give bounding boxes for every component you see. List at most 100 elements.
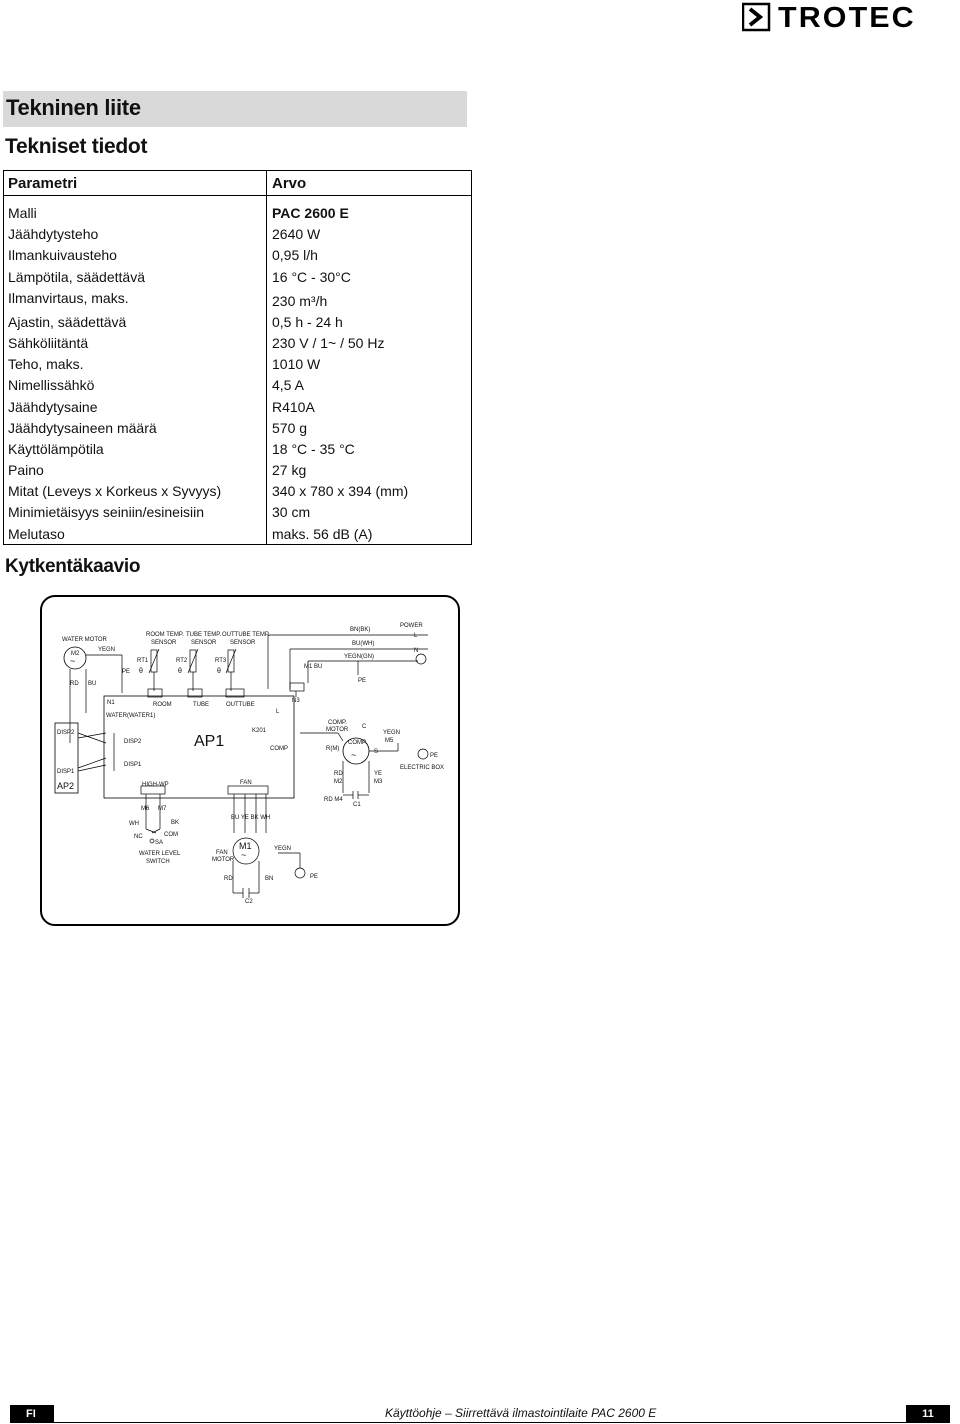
label-rd-m4: RD M4 <box>324 797 343 803</box>
subtitle: Tekniset tiedot <box>5 135 148 158</box>
svg-text:~: ~ <box>241 850 246 860</box>
label-l-1: L <box>276 709 280 715</box>
row-value: 0,5 h - 24 h <box>272 313 343 330</box>
row-value: 0,95 l/h <box>272 247 318 264</box>
row-param: Teho, maks. <box>8 356 84 373</box>
page-footer: FI Käyttöohje – Siirrettävä ilmastointil… <box>0 1402 960 1424</box>
label-outtube: OUTTUBE <box>226 702 255 708</box>
label-r-m: R(M) <box>326 746 339 752</box>
section-title: Tekninen liite <box>6 95 141 120</box>
label-comp-motor-1: COMP. <box>328 720 347 726</box>
label-wh: WH <box>129 821 139 827</box>
label-comp-circle: COMP. <box>348 740 367 746</box>
label-m2: M2 <box>71 651 80 657</box>
label-k201: K201 <box>252 728 267 734</box>
label-m3: M3 <box>374 779 383 785</box>
label-c1: C1 <box>353 802 361 808</box>
ap2-board <box>54 722 79 794</box>
label-yegn-gn: YEGN(GN) <box>344 654 374 660</box>
label-bn: BN <box>265 876 273 882</box>
row-param: Ilmanvirtaus, maks. <box>8 289 129 306</box>
label-ap1: AP1 <box>194 733 224 750</box>
label-c2: C2 <box>245 899 253 905</box>
diagram-title: Kytkentäkaavio <box>5 556 141 577</box>
label-rt1: RT1 <box>137 658 149 664</box>
section-title-bar: Tekninen liite <box>3 91 467 127</box>
label-bu-1: BU <box>88 681 96 687</box>
row-value: 18 °C - 35 °C <box>272 440 355 457</box>
row-param: Mitat (Leveys x Korkeus x Syvyys) <box>8 483 222 500</box>
label-disp1-a: DISP1 <box>124 762 142 768</box>
label-ye: YE <box>374 771 382 777</box>
table-row: Ilmanvirtaus, maks. 230 m³/h <box>4 287 471 311</box>
label-n1: N1 <box>107 700 115 706</box>
label-rd-2: RD <box>334 771 343 777</box>
label-tube-sensor-1: TUBE TEMP. <box>186 632 221 638</box>
footer-page-number: 11 <box>906 1405 950 1423</box>
label-room: ROOM <box>153 702 172 708</box>
label-m7: M7 <box>158 806 167 812</box>
row-param: Minimietäisyys seiniin/esineisiin <box>8 504 205 521</box>
table-row: Melutaso maks. 56 dB (A) <box>4 523 471 544</box>
label-outtube-sensor-1: OUTTUBE TEMP. <box>222 632 270 638</box>
row-value: 1010 W <box>272 356 321 373</box>
row-value: 570 g <box>272 419 308 436</box>
label-yegn-2: YEGN <box>383 730 400 736</box>
label-room-sensor-1: ROOM TEMP. <box>146 632 184 638</box>
label-electric-box: ELECTRIC BOX <box>400 765 444 771</box>
label-water-level-2: SWITCH <box>146 859 170 865</box>
label-water-water1: WATER(WATER1) <box>106 713 155 719</box>
label-s: S <box>374 749 378 755</box>
label-yegn-1: YEGN <box>98 647 115 653</box>
label-fan-a: FAN <box>240 780 252 786</box>
row-param: Ilmankuivausteho <box>8 247 117 264</box>
label-pe-2: PE <box>358 678 366 684</box>
row-param: Melutaso <box>8 525 65 542</box>
fan-motor-icon <box>232 837 260 865</box>
label-m5: M5 <box>385 738 394 744</box>
theta-3: θ <box>217 668 221 675</box>
label-disp2-a: DISP2 <box>124 739 142 745</box>
wiring-diagram: WATER MOTOR M2 ~ YEGN RD BU PE ROOM TEMP… <box>40 595 460 926</box>
label-outtube-sensor-2: SENSOR <box>230 640 256 646</box>
footer-document-title: Käyttöohje – Siirrettävä ilmastointilait… <box>385 1406 657 1420</box>
label-fan-motor-1: FAN <box>216 850 228 856</box>
label-bu-wh: BU(WH) <box>352 641 374 647</box>
label-n: N <box>414 648 418 654</box>
label-m1bu: M1 BU <box>304 664 322 670</box>
label-water-motor: WATER MOTOR <box>62 637 108 643</box>
table-row: Lämpötila, säädettävä 16 °C - 30°C <box>4 266 471 287</box>
trotec-logo-icon <box>742 2 771 32</box>
label-high-wp: HIGH-WP <box>142 782 169 788</box>
label-water-level-1: WATER LEVEL <box>139 851 181 857</box>
label-rt3: RT3 <box>215 658 227 664</box>
label-m1: M1 <box>239 841 252 851</box>
row-param: Ajastin, säädettävä <box>8 313 127 330</box>
label-disp1-b: DISP1 <box>57 769 75 775</box>
label-pe-4: PE <box>310 874 318 880</box>
row-value: maks. 56 dB (A) <box>272 525 373 542</box>
row-param: Jäähdytysteho <box>8 226 99 243</box>
row-param: Malli <box>8 205 37 221</box>
table-row: Teho, maks. 1010 W <box>4 353 471 374</box>
label-l-2: L <box>414 633 418 639</box>
row-value: 4,5 A <box>272 377 304 394</box>
row-value: PAC 2600 E <box>272 205 349 221</box>
row-param: Paino <box>8 462 44 479</box>
row-param: Lämpötila, säädettävä <box>8 268 145 285</box>
label-m2b: M2 <box>334 779 343 785</box>
row-value: 340 x 780 x 394 (mm) <box>272 483 409 500</box>
row-value: 16 °C - 30°C <box>272 268 351 285</box>
row-value: 230 m³/h <box>272 292 328 309</box>
svg-text:~: ~ <box>351 750 356 760</box>
label-comp-motor-2: MOTOR <box>326 727 349 733</box>
table-row: Malli PAC 2600 E <box>4 202 471 223</box>
table-row: Mitat (Leveys x Korkeus x Syvyys) 340 x 7… <box>4 480 471 501</box>
label-comp-a: COMP <box>270 746 288 752</box>
label-bk: BK <box>171 820 179 826</box>
label-c: C <box>362 724 367 730</box>
